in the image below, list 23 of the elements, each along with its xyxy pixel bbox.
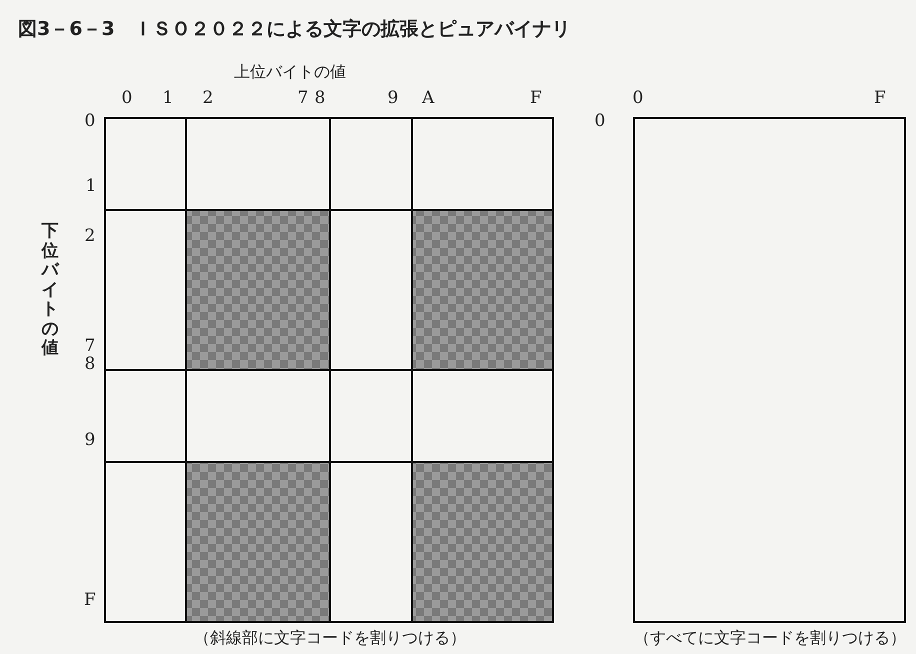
column-number: 7 — [298, 90, 308, 107]
row-number: 2 — [84, 228, 96, 245]
caption: （すべてに文字コードを割りつける） — [634, 630, 906, 646]
caption: （斜線部に文字コードを割りつける） — [194, 630, 466, 646]
column-number: 0 — [122, 90, 132, 107]
column-number: 0 — [632, 90, 644, 107]
axis-title: 上位バイトの値 — [234, 64, 346, 80]
row-number: 8 — [84, 356, 96, 373]
row-number: 0 — [594, 113, 606, 130]
column-number: F — [874, 90, 886, 107]
figure-title: 図3－6－3 ＩＳＯ２０２２による文字の拡張とピュアバイナリ — [18, 20, 571, 39]
row-number: 9 — [84, 432, 96, 449]
column-number: A — [422, 90, 434, 107]
column-number: 2 — [202, 90, 214, 107]
column-number: 8 — [314, 90, 326, 107]
row-number: 0 — [84, 113, 96, 130]
column-number: 9 — [388, 90, 398, 107]
axis-title: 下位バイトの値 — [42, 222, 58, 359]
row-number: F — [84, 592, 96, 609]
column-number: F — [530, 90, 542, 107]
column-number: 1 — [162, 90, 174, 107]
row-number: 7 — [84, 338, 96, 355]
row-number: 1 — [86, 178, 96, 195]
